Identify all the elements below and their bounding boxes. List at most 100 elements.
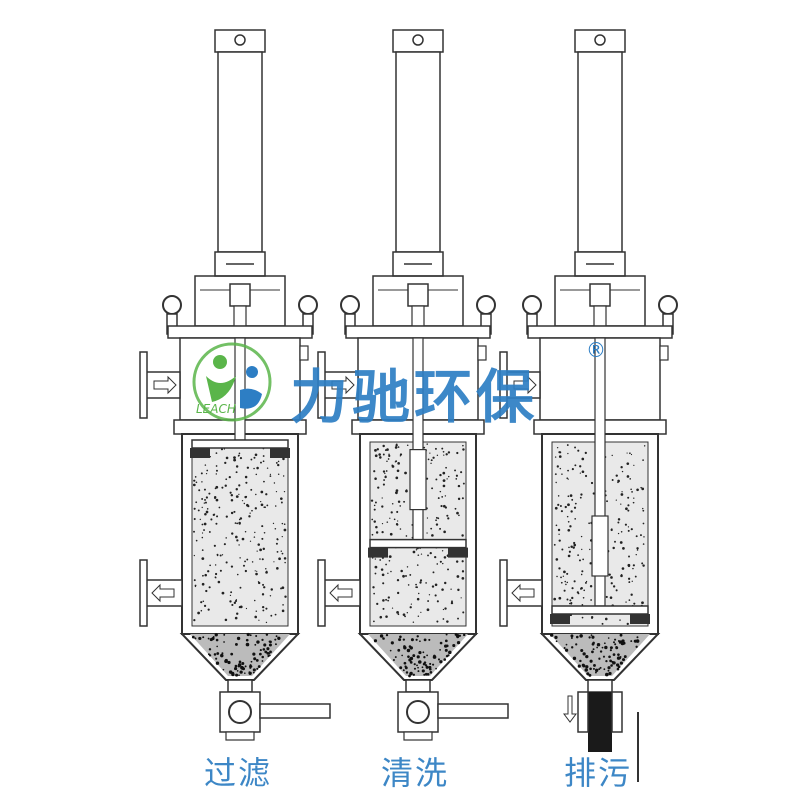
brand-watermark: 力驰环保 xyxy=(290,363,539,431)
media-speck xyxy=(406,566,409,568)
media-speck xyxy=(431,487,434,490)
media-speck xyxy=(636,488,639,492)
media-speck xyxy=(569,599,572,602)
media-speck xyxy=(284,561,286,564)
media-speck xyxy=(246,558,249,561)
media-speck xyxy=(195,539,198,542)
media-speck xyxy=(224,484,227,487)
media-speck xyxy=(253,599,256,602)
media-speck xyxy=(276,538,279,541)
sludge-speck xyxy=(564,648,569,652)
media-speck xyxy=(389,517,391,519)
media-speck xyxy=(570,510,573,513)
media-speck xyxy=(263,586,266,589)
media-speck xyxy=(253,536,256,538)
inlet-flange xyxy=(499,351,508,419)
media-speck xyxy=(631,491,633,493)
media-speck xyxy=(584,581,587,584)
media-speck xyxy=(627,526,630,528)
media-speck xyxy=(611,454,613,457)
inlet-arrow-icon xyxy=(153,375,177,395)
media-speck xyxy=(417,554,420,556)
media-speck xyxy=(269,595,272,597)
lifting-eye-0 xyxy=(522,295,542,315)
cone-sludge xyxy=(368,634,468,676)
sludge-speck xyxy=(392,658,395,662)
media-speck xyxy=(559,451,562,454)
sludge-speck xyxy=(269,650,272,654)
media-speck xyxy=(611,479,614,482)
media-speck xyxy=(234,522,237,524)
media-speck xyxy=(627,577,631,580)
sludge-speck xyxy=(444,648,448,652)
media-speck xyxy=(572,546,575,549)
sludge-speck xyxy=(619,661,623,665)
media-speck xyxy=(233,601,237,605)
sludge-speck xyxy=(209,637,213,642)
media-speck xyxy=(581,570,584,573)
media-speck xyxy=(277,473,280,475)
media-speck xyxy=(406,612,409,614)
media-speck xyxy=(230,493,234,497)
media-speck xyxy=(261,558,264,561)
media-speck xyxy=(201,536,204,539)
media-speck xyxy=(242,564,246,567)
sludge-speck xyxy=(590,634,593,637)
media-speck xyxy=(619,541,623,544)
media-speck xyxy=(441,496,444,498)
media-speck xyxy=(564,580,567,583)
media-speck xyxy=(233,458,236,462)
sludge-speck xyxy=(416,664,418,667)
media-speck xyxy=(215,452,218,455)
sludge-speck xyxy=(268,643,272,647)
media-speck xyxy=(274,505,277,507)
sludge-speck xyxy=(423,673,426,676)
media-speck xyxy=(235,488,238,491)
media-speck xyxy=(416,564,419,566)
cylinder-eye xyxy=(234,34,246,46)
media-speck xyxy=(214,576,217,579)
media-speck xyxy=(574,502,577,505)
media-speck xyxy=(417,615,420,617)
sludge-speck xyxy=(622,658,626,662)
media-speck xyxy=(280,501,283,504)
media-speck xyxy=(245,607,248,610)
media-speck xyxy=(399,505,402,507)
media-speck xyxy=(640,534,642,537)
media-speck xyxy=(430,459,433,462)
media-speck xyxy=(573,541,576,545)
logo-head-green xyxy=(213,355,227,369)
sludge-speck xyxy=(435,667,437,670)
media-speck xyxy=(260,461,262,464)
sludge-speck xyxy=(250,665,253,668)
media-speck xyxy=(621,491,623,493)
sludge-speck xyxy=(250,660,253,663)
sludge-speck xyxy=(614,643,617,646)
sludge-speck xyxy=(264,650,268,654)
media-speck xyxy=(397,446,400,448)
media-speck xyxy=(215,522,218,525)
media-speck xyxy=(617,532,620,535)
media-speck xyxy=(373,592,375,595)
sludge-speck xyxy=(456,641,461,645)
media-speck xyxy=(606,500,608,503)
media-speck xyxy=(622,546,625,550)
media-speck xyxy=(225,561,228,564)
media-speck xyxy=(441,447,444,450)
media-speck xyxy=(558,596,562,600)
media-speck xyxy=(282,475,285,477)
media-speck xyxy=(436,563,439,565)
media-speck xyxy=(391,502,394,505)
media-speck xyxy=(397,613,400,616)
media-speck xyxy=(210,518,213,521)
sludge-speck xyxy=(382,637,385,640)
media-speck xyxy=(203,529,205,531)
media-speck xyxy=(612,546,615,550)
media-speck xyxy=(244,569,248,573)
sludge-speck xyxy=(274,643,277,646)
sludge-speck xyxy=(394,656,397,659)
media-speck xyxy=(249,512,251,514)
media-speck xyxy=(235,495,239,498)
media-speck xyxy=(199,518,202,521)
